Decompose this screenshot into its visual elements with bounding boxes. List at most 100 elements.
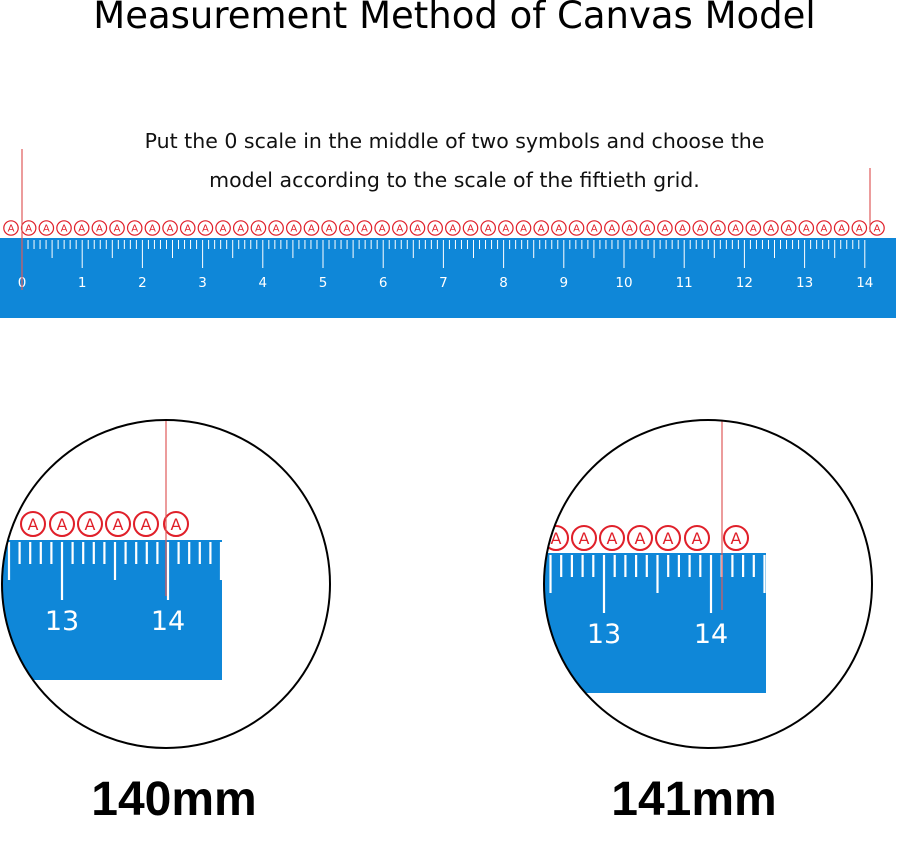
svg-text:A: A [149,224,156,235]
symbol-marker: A [710,220,726,236]
symbol-marker: A [179,220,196,236]
size-label-141mm: 141mm [611,773,777,826]
svg-text:A: A [343,224,350,235]
svg-text:A: A [679,224,686,235]
symbol-marker: A [462,220,479,236]
svg-text:A: A [28,515,39,534]
symbol-marker: A [621,220,638,236]
zoom-symbol-marker: A [570,524,598,552]
svg-text:A: A [25,224,32,235]
svg-text:A: A [379,224,386,235]
zoom-scale-label: 14 [151,606,185,637]
svg-text:A: A [43,224,50,235]
zoom-symbol-marker: A [19,510,47,538]
zoom-symbol-marker: A [722,524,750,552]
symbol-marker: A [232,220,249,236]
symbol-marker: A [109,220,125,236]
svg-text:A: A [663,529,674,548]
svg-text:A: A [326,224,333,235]
ruler-scale-label: 4 [259,275,268,291]
ruler-scale-label: 12 [736,275,753,291]
symbol-marker: A [515,220,532,236]
symbol-marker: A [798,220,815,236]
ruler-scale-label: 10 [615,275,632,291]
svg-text:A: A [732,224,739,235]
symbol-marker: A [869,220,885,236]
symbol-marker: A [303,220,320,236]
symbol-marker: A [851,220,868,236]
svg-text:A: A [635,529,646,548]
svg-text:A: A [608,224,615,235]
symbol-marker: A [56,220,72,236]
svg-text:A: A [220,224,227,235]
ruler-scale-label: 3 [198,275,207,291]
zoom-scale-label: 13 [45,606,79,637]
svg-text:A: A [57,515,68,534]
symbol-marker: A [639,220,656,236]
ruler-scale-label: 14 [856,275,873,291]
svg-text:A: A [202,224,209,235]
svg-text:A: A [579,529,590,548]
svg-text:A: A [96,224,103,235]
ruler-scale-label: 5 [319,275,328,291]
symbol-marker: A [356,220,373,236]
symbol-marker: A [568,220,585,236]
symbol-marker: A [674,220,691,236]
zoom-scale-label: 13 [587,619,621,650]
symbol-marker: A [586,220,603,236]
zoom-symbol-marker: A [104,510,132,538]
svg-text:A: A [715,224,722,235]
symbol-marker: A [816,220,832,236]
svg-text:A: A [167,224,174,235]
zoom-symbol-marker: A [162,510,190,538]
symbol-marker: A [38,220,55,236]
page-title: Measurement Method of Canvas Model [93,0,816,37]
symbol-marker: A [215,220,231,236]
symbol-marker: A [20,220,37,236]
svg-text:A: A [414,224,421,235]
zoom-symbol-marker: A [48,510,76,538]
symbol-marker: A [780,220,797,236]
symbol-marker: A [162,220,178,236]
svg-text:A: A [61,224,68,235]
magnifier-circle-right [543,419,873,749]
zoom-ruler-body [544,553,766,693]
symbol-marker: A [657,220,673,236]
svg-text:A: A [502,224,509,235]
symbol-marker: A [745,220,762,236]
svg-text:A: A [821,224,828,235]
zoom-symbol-marker: A [683,524,711,552]
symbol-marker: A [551,220,567,236]
svg-text:A: A [114,224,121,235]
zoom-scale-label: 14 [694,619,728,650]
svg-text:A: A [626,224,633,235]
svg-text:A: A [467,224,474,235]
size-label-140mm: 140mm [91,773,257,826]
magnifier-circle-left [1,419,331,749]
symbol-marker: A [338,220,355,236]
svg-text:A: A [396,224,403,235]
zoom-ruler-body [2,540,222,680]
svg-text:A: A [697,224,704,235]
symbol-marker: A [498,220,514,236]
svg-text:A: A [290,224,297,235]
svg-text:A: A [449,224,456,235]
symbol-marker: A [604,220,620,236]
svg-text:A: A [273,224,280,235]
symbol-marker: A [445,220,461,236]
symbol-marker: A [91,220,108,236]
svg-text:A: A [750,224,757,235]
svg-text:A: A [591,224,598,235]
svg-text:A: A [573,224,580,235]
symbol-marker: A [197,220,214,236]
symbol-marker: A [321,220,337,236]
ruler-scale-label: 13 [796,275,813,291]
instruction-line-2: model according to the scale of the fift… [209,168,700,192]
zoom-symbol-marker: A [132,510,160,538]
ruler-scale-label: 9 [560,275,569,291]
svg-text:A: A [692,529,703,548]
svg-text:A: A [661,224,668,235]
